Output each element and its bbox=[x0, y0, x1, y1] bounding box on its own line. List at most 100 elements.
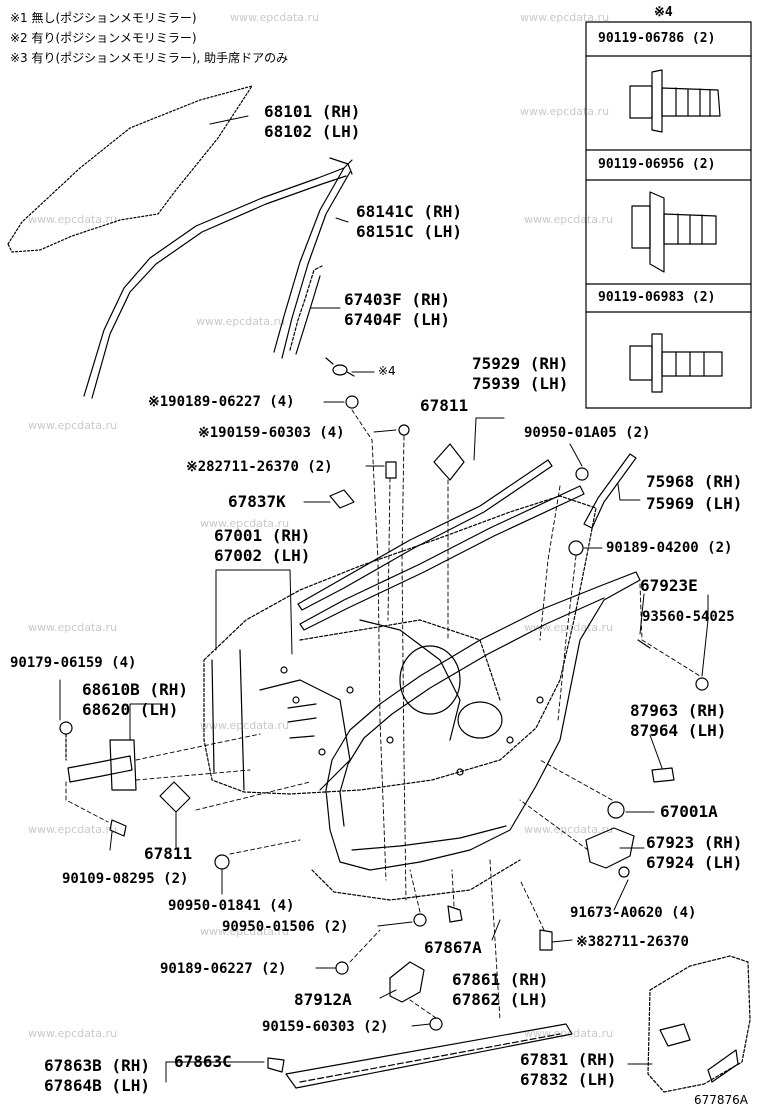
part-label[interactable]: 67864B (LH) bbox=[44, 1076, 150, 1095]
part-label[interactable]: 68151C (LH) bbox=[356, 222, 462, 241]
bolt-shape bbox=[325, 357, 355, 377]
part-label[interactable]: 67403F (RH) bbox=[344, 290, 450, 309]
part-label[interactable]: ※282711-26370 (2) bbox=[186, 459, 333, 475]
watermark: www.epcdata.ru bbox=[28, 419, 118, 432]
part-label[interactable]: 90109-08295 (2) bbox=[62, 871, 189, 887]
box-item-2[interactable]: 90119-06956 (2) bbox=[598, 157, 716, 172]
part-label[interactable]: 90950-01841 (4) bbox=[168, 898, 295, 914]
part-label[interactable]: 68101 (RH) bbox=[264, 102, 361, 121]
watermark: www.epcdata.ru bbox=[524, 621, 614, 634]
clip bbox=[214, 854, 230, 870]
clip bbox=[607, 801, 625, 819]
clip bbox=[568, 540, 584, 556]
watermark: www.epcdata.ru bbox=[200, 925, 290, 938]
part-label[interactable]: 87964 (LH) bbox=[630, 721, 727, 740]
watermark: www.epcdata.ru bbox=[196, 315, 286, 328]
note-2: ※2 有り(ポジションメモリミラー) bbox=[10, 31, 197, 45]
part-label[interactable]: 93560-54025 bbox=[642, 609, 735, 625]
belt-inner bbox=[299, 485, 585, 631]
part-label[interactable]: 68610B (RH) bbox=[82, 680, 188, 699]
watermark: www.epcdata.ru bbox=[524, 1027, 614, 1040]
part-label[interactable]: 67862 (LH) bbox=[452, 990, 549, 1009]
pad bbox=[585, 827, 635, 869]
note-3: ※3 有り(ポジションメモリミラー), 助手席ドアのみ bbox=[10, 51, 289, 65]
glass-run-inner bbox=[91, 175, 347, 399]
part-label[interactable]: 67001A bbox=[660, 802, 718, 821]
fastener-box bbox=[585, 21, 752, 409]
part-label[interactable]: 75969 (LH) bbox=[646, 494, 743, 513]
watermark: www.epcdata.ru bbox=[200, 517, 290, 530]
part-label[interactable]: 67811 bbox=[144, 844, 193, 863]
box-item-3[interactable]: 90119-06983 (2) bbox=[598, 290, 716, 305]
part-label[interactable]: 75929 (RH) bbox=[472, 354, 569, 373]
watermark: www.epcdata.ru bbox=[28, 621, 118, 634]
part-label[interactable]: ※190159-60303 (4) bbox=[198, 425, 345, 441]
part-label[interactable]: 90950-01A05 (2) bbox=[524, 425, 651, 441]
part-label[interactable]: 67923 (RH) bbox=[646, 833, 743, 852]
watermark: www.epcdata.ru bbox=[200, 719, 290, 732]
part-label[interactable]: 68620 (LH) bbox=[82, 700, 179, 719]
clip bbox=[335, 961, 349, 975]
part-label[interactable]: 67867A bbox=[424, 938, 482, 957]
watermark: www.epcdata.ru bbox=[524, 823, 614, 836]
watermark: www.epcdata.ru bbox=[520, 105, 610, 118]
part-label[interactable]: 67924 (LH) bbox=[646, 853, 743, 872]
part-label[interactable]: 67863B (RH) bbox=[44, 1056, 150, 1075]
scuff-plate bbox=[285, 1023, 573, 1089]
part-label[interactable]: 67861 (RH) bbox=[452, 970, 549, 989]
watermark: www.epcdata.ru bbox=[28, 823, 118, 836]
belt-rear bbox=[583, 453, 637, 529]
watermark: www.epcdata.ru bbox=[230, 11, 320, 24]
part-label[interactable]: 67831 (RH) bbox=[520, 1050, 617, 1069]
alignment-lines bbox=[65, 409, 701, 1021]
diagram-code: 677876A bbox=[694, 1093, 749, 1107]
part-label[interactable]: ※4 bbox=[378, 364, 396, 378]
seal-pad bbox=[329, 489, 355, 509]
division-bar bbox=[273, 159, 353, 353]
part-label[interactable]: ※382711-26370 bbox=[576, 934, 689, 950]
part-label[interactable]: 67404F (LH) bbox=[344, 310, 450, 329]
clip bbox=[413, 913, 427, 927]
door-panel bbox=[203, 495, 597, 795]
run-channel bbox=[289, 265, 323, 351]
note-1: ※1 無し(ポジションメモリミラー) bbox=[10, 11, 197, 25]
hole-cover bbox=[433, 443, 465, 481]
part-label[interactable]: 67811 bbox=[420, 396, 469, 415]
part-label[interactable]: 67832 (LH) bbox=[520, 1070, 617, 1089]
leader-lines bbox=[59, 115, 709, 1083]
box-title: ※4 bbox=[654, 5, 673, 20]
part-label[interactable]: 87963 (RH) bbox=[630, 701, 727, 720]
part-label[interactable]: 67923E bbox=[640, 576, 698, 595]
part-label[interactable]: ※190189-06227 (4) bbox=[148, 394, 295, 410]
part-label[interactable]: 75939 (LH) bbox=[472, 374, 569, 393]
part-label[interactable]: 90159-60303 (2) bbox=[262, 1019, 389, 1035]
service-cover bbox=[647, 955, 751, 1093]
part-label[interactable]: 68141C (RH) bbox=[356, 202, 462, 221]
part-label[interactable]: 91673-A0620 (4) bbox=[570, 905, 697, 921]
part-label[interactable]: 67863C bbox=[174, 1052, 232, 1071]
box-item-1[interactable]: 90119-06786 (2) bbox=[598, 31, 716, 46]
part-label[interactable]: 90189-06227 (2) bbox=[160, 961, 287, 977]
hole-cover bbox=[159, 781, 191, 813]
part-label[interactable]: 67001 (RH) bbox=[214, 526, 311, 545]
watermark: www.epcdata.ru bbox=[28, 213, 118, 226]
watermark: www.epcdata.ru bbox=[524, 213, 614, 226]
part-label[interactable]: 90189-04200 (2) bbox=[606, 540, 733, 556]
glass-run-outer bbox=[83, 167, 345, 397]
part-label[interactable]: 87912A bbox=[294, 990, 352, 1009]
part-label[interactable]: 90950-01506 (2) bbox=[222, 919, 349, 935]
door-glass bbox=[7, 85, 253, 253]
part-label[interactable]: 75968 (RH) bbox=[646, 472, 743, 491]
part-label[interactable]: 67837K bbox=[228, 492, 286, 511]
belt-weatherstrip bbox=[297, 459, 553, 611]
part-label[interactable]: 90179-06159 (4) bbox=[10, 655, 137, 671]
part-label[interactable]: 68102 (LH) bbox=[264, 122, 361, 141]
clip bbox=[575, 467, 589, 481]
door-check bbox=[59, 721, 137, 791]
bracket bbox=[389, 961, 425, 1003]
part-label[interactable]: 67002 (LH) bbox=[214, 546, 311, 565]
division-bar-inner bbox=[281, 171, 351, 359]
bolt-shape bbox=[109, 819, 127, 837]
